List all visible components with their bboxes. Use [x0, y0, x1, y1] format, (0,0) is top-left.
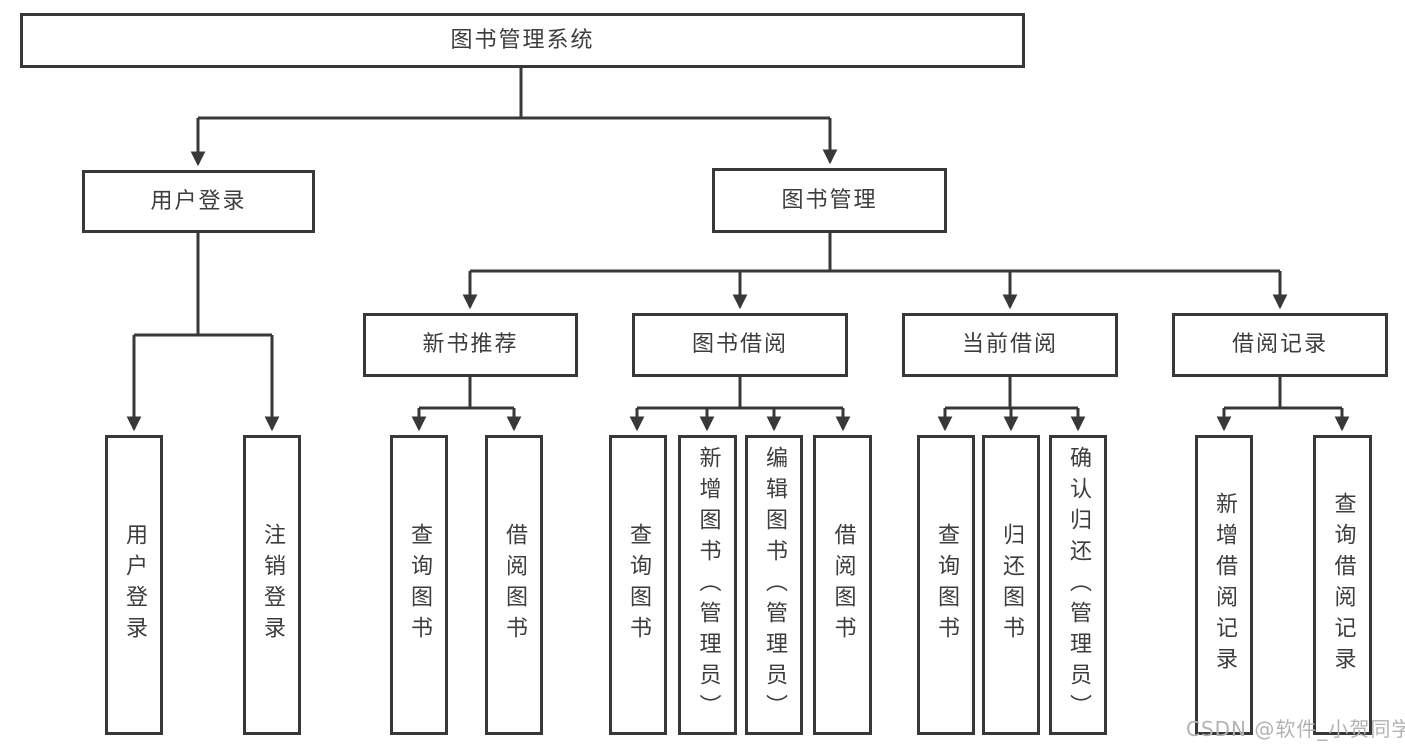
- leaf-borrow-query-book: 查询图书: [609, 435, 667, 735]
- node-book-borrow-label: 图书借阅: [691, 332, 788, 357]
- node-user-login: 用户登录: [82, 170, 315, 233]
- leaf-borrow-add-book-admin-label: 新增图书（管理员）: [695, 445, 721, 725]
- csdn-watermark: CSDN @软件_小贺同学: [1186, 717, 1405, 741]
- leaf-borrow-borrow-book: 借阅图书: [813, 435, 872, 735]
- connector-borrow-trunk: [637, 377, 843, 410]
- node-current-borrow-label: 当前借阅: [961, 332, 1058, 357]
- leaf-borrow-edit-book-admin: 编辑图书（管理员）: [745, 435, 803, 735]
- node-borrow-records: 借阅记录: [1172, 313, 1388, 377]
- node-new-book-recommend: 新书推荐: [363, 313, 578, 377]
- connector-root-trunk: [198, 68, 830, 120]
- node-book-management-label: 图书管理: [781, 187, 878, 213]
- connector-login-trunk: [134, 233, 272, 337]
- node-book-management: 图书管理: [712, 168, 947, 233]
- leaf-current-confirm-return-admin-label: 确认归还（管理员）: [1066, 445, 1091, 725]
- leaf-logout-label: 注销登录: [260, 523, 285, 647]
- leaf-recommend-query-book: 查询图书: [390, 435, 448, 735]
- leaf-borrow-query-book-label: 查询图书: [626, 523, 651, 647]
- node-borrow-records-label: 借阅记录: [1231, 332, 1328, 357]
- node-user-login-label: 用户登录: [150, 188, 247, 214]
- connector-mgmt-trunk: [470, 233, 1280, 273]
- leaf-records-add-record-label: 新增借阅记录: [1212, 492, 1237, 678]
- leaf-records-query-record: 查询借阅记录: [1313, 435, 1372, 735]
- leaf-current-return-book-label: 归还图书: [999, 523, 1024, 647]
- leaf-recommend-query-book-label: 查询图书: [407, 523, 432, 647]
- leaf-current-confirm-return-admin: 确认归还（管理员）: [1049, 435, 1107, 735]
- leaf-current-query-book-label: 查询图书: [934, 523, 959, 647]
- leaf-user-login: 用户登录: [105, 435, 163, 735]
- connector-records-trunk: [1224, 377, 1342, 410]
- node-book-borrow: 图书借阅: [632, 313, 848, 377]
- node-root-system: 图书管理系统: [20, 13, 1025, 68]
- leaf-logout: 注销登录: [243, 435, 301, 735]
- connector-recommend-trunk: [419, 377, 514, 410]
- connector-current-trunk: [945, 377, 1078, 410]
- leaf-records-query-record-label: 查询借阅记录: [1330, 492, 1356, 678]
- leaf-user-login-label: 用户登录: [122, 523, 147, 647]
- node-root-label: 图书管理系统: [450, 27, 595, 53]
- leaf-records-add-record: 新增借阅记录: [1195, 435, 1253, 735]
- leaf-current-return-book: 归还图书: [982, 435, 1040, 735]
- leaf-recommend-borrow-book: 借阅图书: [485, 435, 543, 735]
- leaf-recommend-borrow-book-label: 借阅图书: [502, 523, 527, 647]
- node-current-borrow: 当前借阅: [902, 313, 1118, 377]
- leaf-borrow-borrow-book-label: 借阅图书: [830, 523, 856, 647]
- leaf-borrow-add-book-admin: 新增图书（管理员）: [678, 435, 737, 735]
- leaf-current-query-book: 查询图书: [917, 435, 975, 735]
- leaf-borrow-edit-book-admin-label: 编辑图书（管理员）: [762, 445, 787, 725]
- node-new-book-recommend-label: 新书推荐: [422, 332, 519, 357]
